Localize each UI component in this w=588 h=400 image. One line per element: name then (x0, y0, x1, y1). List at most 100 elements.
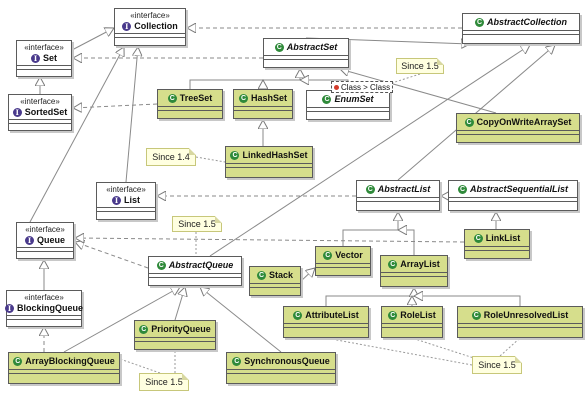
interface-icon: I (12, 107, 22, 117)
class-name: BlockingQueue (17, 302, 84, 313)
generalization-line (189, 69, 300, 89)
note-since-14: Since 1.4 (146, 148, 196, 166)
interface-icon: I (111, 195, 121, 205)
class-name: SortedSet (24, 106, 68, 117)
class-icon: C (139, 324, 149, 334)
note-anchor-line (369, 73, 421, 91)
class-icon: C (13, 356, 23, 366)
class-name: AttributeList (305, 309, 359, 320)
class-name: AbstractQueue (168, 259, 234, 270)
class-icon: C (256, 270, 266, 280)
class-icon: C (457, 184, 467, 194)
class-name: List (123, 194, 140, 205)
stereotype-label: «interface» (25, 224, 65, 234)
class-name: AbstractList (377, 183, 431, 194)
generalization-line (174, 287, 185, 321)
class-icon: C (156, 260, 166, 270)
class-icon: C (365, 184, 375, 194)
class-icon: C (388, 310, 398, 320)
generalization-line (397, 45, 555, 181)
class-icon: C (471, 310, 481, 320)
note-anchor-line (499, 337, 521, 357)
class-name: Vector (335, 249, 363, 260)
note-anchor-line (411, 337, 481, 361)
generalization-line (209, 45, 530, 257)
relationship-lines (29, 28, 555, 374)
generalization-line (414, 296, 521, 306)
class-name: Set (42, 52, 57, 63)
class-name: Queue (36, 234, 65, 245)
generalization-line (342, 212, 398, 246)
class-name: SynchronousQueue (244, 355, 330, 366)
interface-icon: I (30, 53, 40, 63)
interface-icon: I (122, 21, 132, 31)
interface-icon: I (5, 303, 14, 313)
stereotype-label: «interface» (106, 184, 146, 194)
generalization-line (398, 230, 415, 255)
class-name: AbstractSet (286, 41, 338, 52)
generalization-line (340, 69, 497, 114)
note-since-15-blocking: Since 1.5 (139, 373, 189, 391)
class-icon: C (232, 356, 242, 366)
generalization-line (71, 28, 114, 51)
class-icon: C (474, 17, 484, 27)
note-since-15-enumset: Since 1.5 (396, 58, 444, 74)
class-name: RoleUnresolvedList (483, 309, 569, 320)
class-icon: C (322, 94, 332, 104)
class-name: AbstractCollection (486, 16, 567, 27)
template-parameter-text: Class > Class (340, 82, 391, 92)
stereotype-label: «interface» (130, 10, 170, 20)
class-name: ArrayBlockingQueue (25, 355, 115, 366)
class-name: LinkedHashSet (242, 149, 308, 160)
template-parameter-label: Class > Class (331, 81, 393, 93)
class-icon: C (464, 117, 474, 127)
class-name: HashSet (250, 92, 287, 103)
class-name: LinkList (485, 232, 521, 243)
class-name: RoleList (400, 309, 436, 320)
note-anchor-line (325, 337, 473, 366)
class-icon: C (473, 233, 483, 243)
class-name: AbstractSequentialList (469, 183, 569, 194)
generalization-line (200, 287, 282, 353)
stereotype-label: «interface» (24, 292, 64, 302)
stereotype-label: «interface» (24, 42, 64, 52)
class-name: CopyOnWriteArraySet (476, 116, 572, 127)
class-name: Collection (134, 20, 178, 31)
class-icon: C (230, 150, 240, 160)
class-name: TreeSet (179, 92, 213, 103)
generalization-line (63, 287, 180, 353)
class-name: ArrayList (400, 258, 440, 269)
note-since-15-queue: Since 1.5 (172, 216, 222, 232)
class-icon: C (274, 42, 284, 52)
realization-line (75, 242, 149, 269)
generalization-line (300, 268, 315, 282)
class-name: Stack (268, 269, 294, 280)
